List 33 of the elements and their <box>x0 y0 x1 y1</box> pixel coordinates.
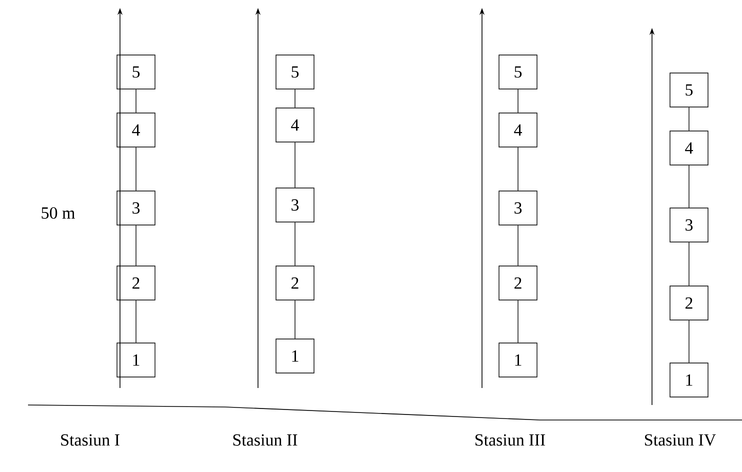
connector-line <box>294 89 296 108</box>
numbered-box: 5 <box>670 72 708 108</box>
connector-line <box>294 222 296 266</box>
connector-line <box>294 300 296 339</box>
numbered-box: 1 <box>276 338 314 374</box>
numbered-box: 4 <box>116 112 156 148</box>
numbered-box: 3 <box>116 190 156 226</box>
numbered-box: 2 <box>116 266 156 300</box>
numbered-box: 4 <box>276 108 314 142</box>
connector-line <box>688 165 690 208</box>
numbered-box: 2 <box>276 266 314 300</box>
numbered-box: 4 <box>670 130 708 166</box>
connector-line <box>688 107 690 131</box>
station-label: Stasiun II <box>233 434 298 446</box>
numbered-box: 4 <box>498 112 538 148</box>
numbered-box: 3 <box>276 188 314 222</box>
connector-line <box>688 242 690 286</box>
numbered-box: 5 <box>276 54 314 90</box>
station-label: Stasiun IV <box>645 434 716 446</box>
numbered-box: 1 <box>670 362 708 398</box>
connector-line <box>294 142 296 188</box>
measure-label: 50 m <box>42 207 75 219</box>
connector-line <box>688 320 690 363</box>
numbered-box: 3 <box>670 208 708 242</box>
station-label: Stasiun III <box>476 434 546 446</box>
station-label: Stasiun I <box>61 434 120 446</box>
numbered-box: 2 <box>670 286 708 320</box>
numbered-box: 3 <box>498 190 538 226</box>
numbered-box: 5 <box>116 54 156 90</box>
numbered-box: 5 <box>498 54 538 90</box>
numbered-box: 1 <box>498 342 538 378</box>
numbered-box: 2 <box>498 266 538 300</box>
numbered-box: 1 <box>116 342 156 378</box>
